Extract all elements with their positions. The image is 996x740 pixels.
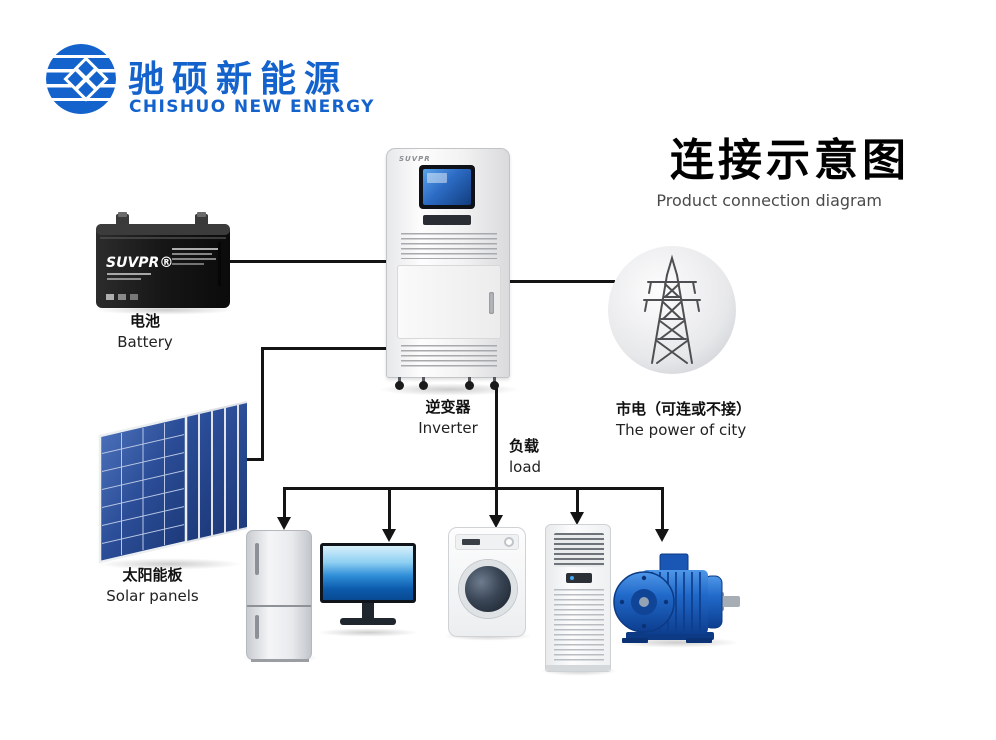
drop-line-motor: [661, 487, 664, 530]
page-subtitle: Product connection diagram: [656, 191, 882, 210]
battery-label: 电池 Battery: [100, 312, 190, 352]
refrigerator-handle: [255, 543, 259, 575]
grid-label: 市电（可连或不接） The power of city: [616, 400, 806, 440]
inverter-label-en: Inverter: [418, 418, 478, 437]
battery-image: SUVPR®: [92, 210, 234, 312]
washing-machine-image: [448, 527, 526, 637]
shadow: [95, 558, 245, 570]
shadow: [376, 383, 522, 396]
solar-panels-image: [92, 398, 252, 566]
inverter-display: [419, 165, 475, 209]
electric-motor-image: [612, 546, 744, 644]
arrow-down-icon: [655, 529, 669, 542]
air-conditioner-image: [545, 524, 611, 672]
refrigerator-door-seam: [247, 605, 311, 607]
shadow: [316, 628, 420, 637]
arrow-down-icon: [570, 512, 584, 525]
battery-label-zh: 电池: [129, 312, 160, 330]
ac-vent-grille-bottom: [554, 589, 604, 661]
solar-label-en: Solar panels: [106, 586, 199, 605]
page-title: 连接示意图: [670, 135, 910, 186]
drop-line-refrigerator: [283, 487, 286, 518]
battery-brand-text: SUVPR®: [106, 255, 173, 271]
ac-display: [566, 573, 592, 583]
drop-line-monitor: [388, 487, 391, 530]
inverter-image: SUVPR: [386, 148, 510, 392]
connector-solar-inverter-seg3: [261, 347, 388, 350]
inverter-cabinet: SUVPR: [386, 148, 510, 378]
refrigerator-image: [246, 530, 312, 662]
connector-battery-inverter: [229, 260, 388, 263]
power-tower-image: [606, 244, 738, 376]
monitor-stand: [362, 603, 374, 618]
refrigerator-base: [251, 659, 309, 662]
washer-control-panel: [455, 534, 519, 550]
washer-display: [462, 539, 480, 545]
ac-vent-grille-top: [554, 533, 604, 567]
monitor-screen: [320, 543, 416, 603]
ac-base: [546, 665, 610, 671]
load-bus-line: [284, 487, 664, 490]
solar-label-zh: 太阳能板: [122, 566, 183, 584]
connector-solar-inverter-seg2: [261, 347, 264, 461]
inverter-caster-wheel: [490, 377, 499, 390]
refrigerator-handle: [255, 615, 259, 639]
arrow-down-icon: [489, 515, 503, 528]
shadow: [92, 305, 238, 315]
inverter-caster-wheel: [465, 377, 474, 390]
washer-knob: [504, 537, 514, 547]
inverter-door-handle: [489, 292, 494, 314]
load-label-zh: 负载: [509, 437, 540, 455]
inverter-caster-wheel: [419, 377, 428, 390]
connector-inverter-load: [495, 384, 498, 491]
solar-label: 太阳能板 Solar panels: [85, 566, 220, 606]
shadow: [612, 637, 742, 648]
inverter-brand-text: SUVPR: [399, 155, 431, 163]
brand-name-en: CHISHUO NEW ENERGY: [129, 97, 375, 117]
arrow-down-icon: [277, 517, 291, 530]
monitor-base: [340, 618, 396, 625]
arrow-down-icon: [382, 529, 396, 542]
brand-logo-icon: [44, 42, 118, 116]
inverter-door: [397, 265, 501, 339]
brand-name-zh: 驰硕新能源: [128, 59, 349, 100]
grid-label-en: The power of city: [616, 420, 747, 439]
load-label: 负载 load: [509, 437, 579, 477]
inverter-caster-wheel: [395, 377, 404, 390]
connector-inverter-grid: [509, 280, 615, 283]
drop-line-washing-machine: [495, 487, 498, 516]
inverter-label: 逆变器 Inverter: [384, 398, 512, 438]
inverter-vent-bottom: [401, 345, 497, 369]
grid-label-zh: 市电（可连或不接）: [616, 400, 752, 418]
load-label-en: load: [509, 457, 542, 476]
drop-line-air-conditioner: [576, 487, 579, 513]
inverter-control-strip: [423, 215, 471, 225]
washer-door: [459, 560, 517, 618]
inverter-label-zh: 逆变器: [425, 398, 471, 416]
monitor-image: [320, 543, 416, 633]
inverter-vent-top: [401, 233, 497, 259]
battery-label-en: Battery: [117, 332, 173, 351]
